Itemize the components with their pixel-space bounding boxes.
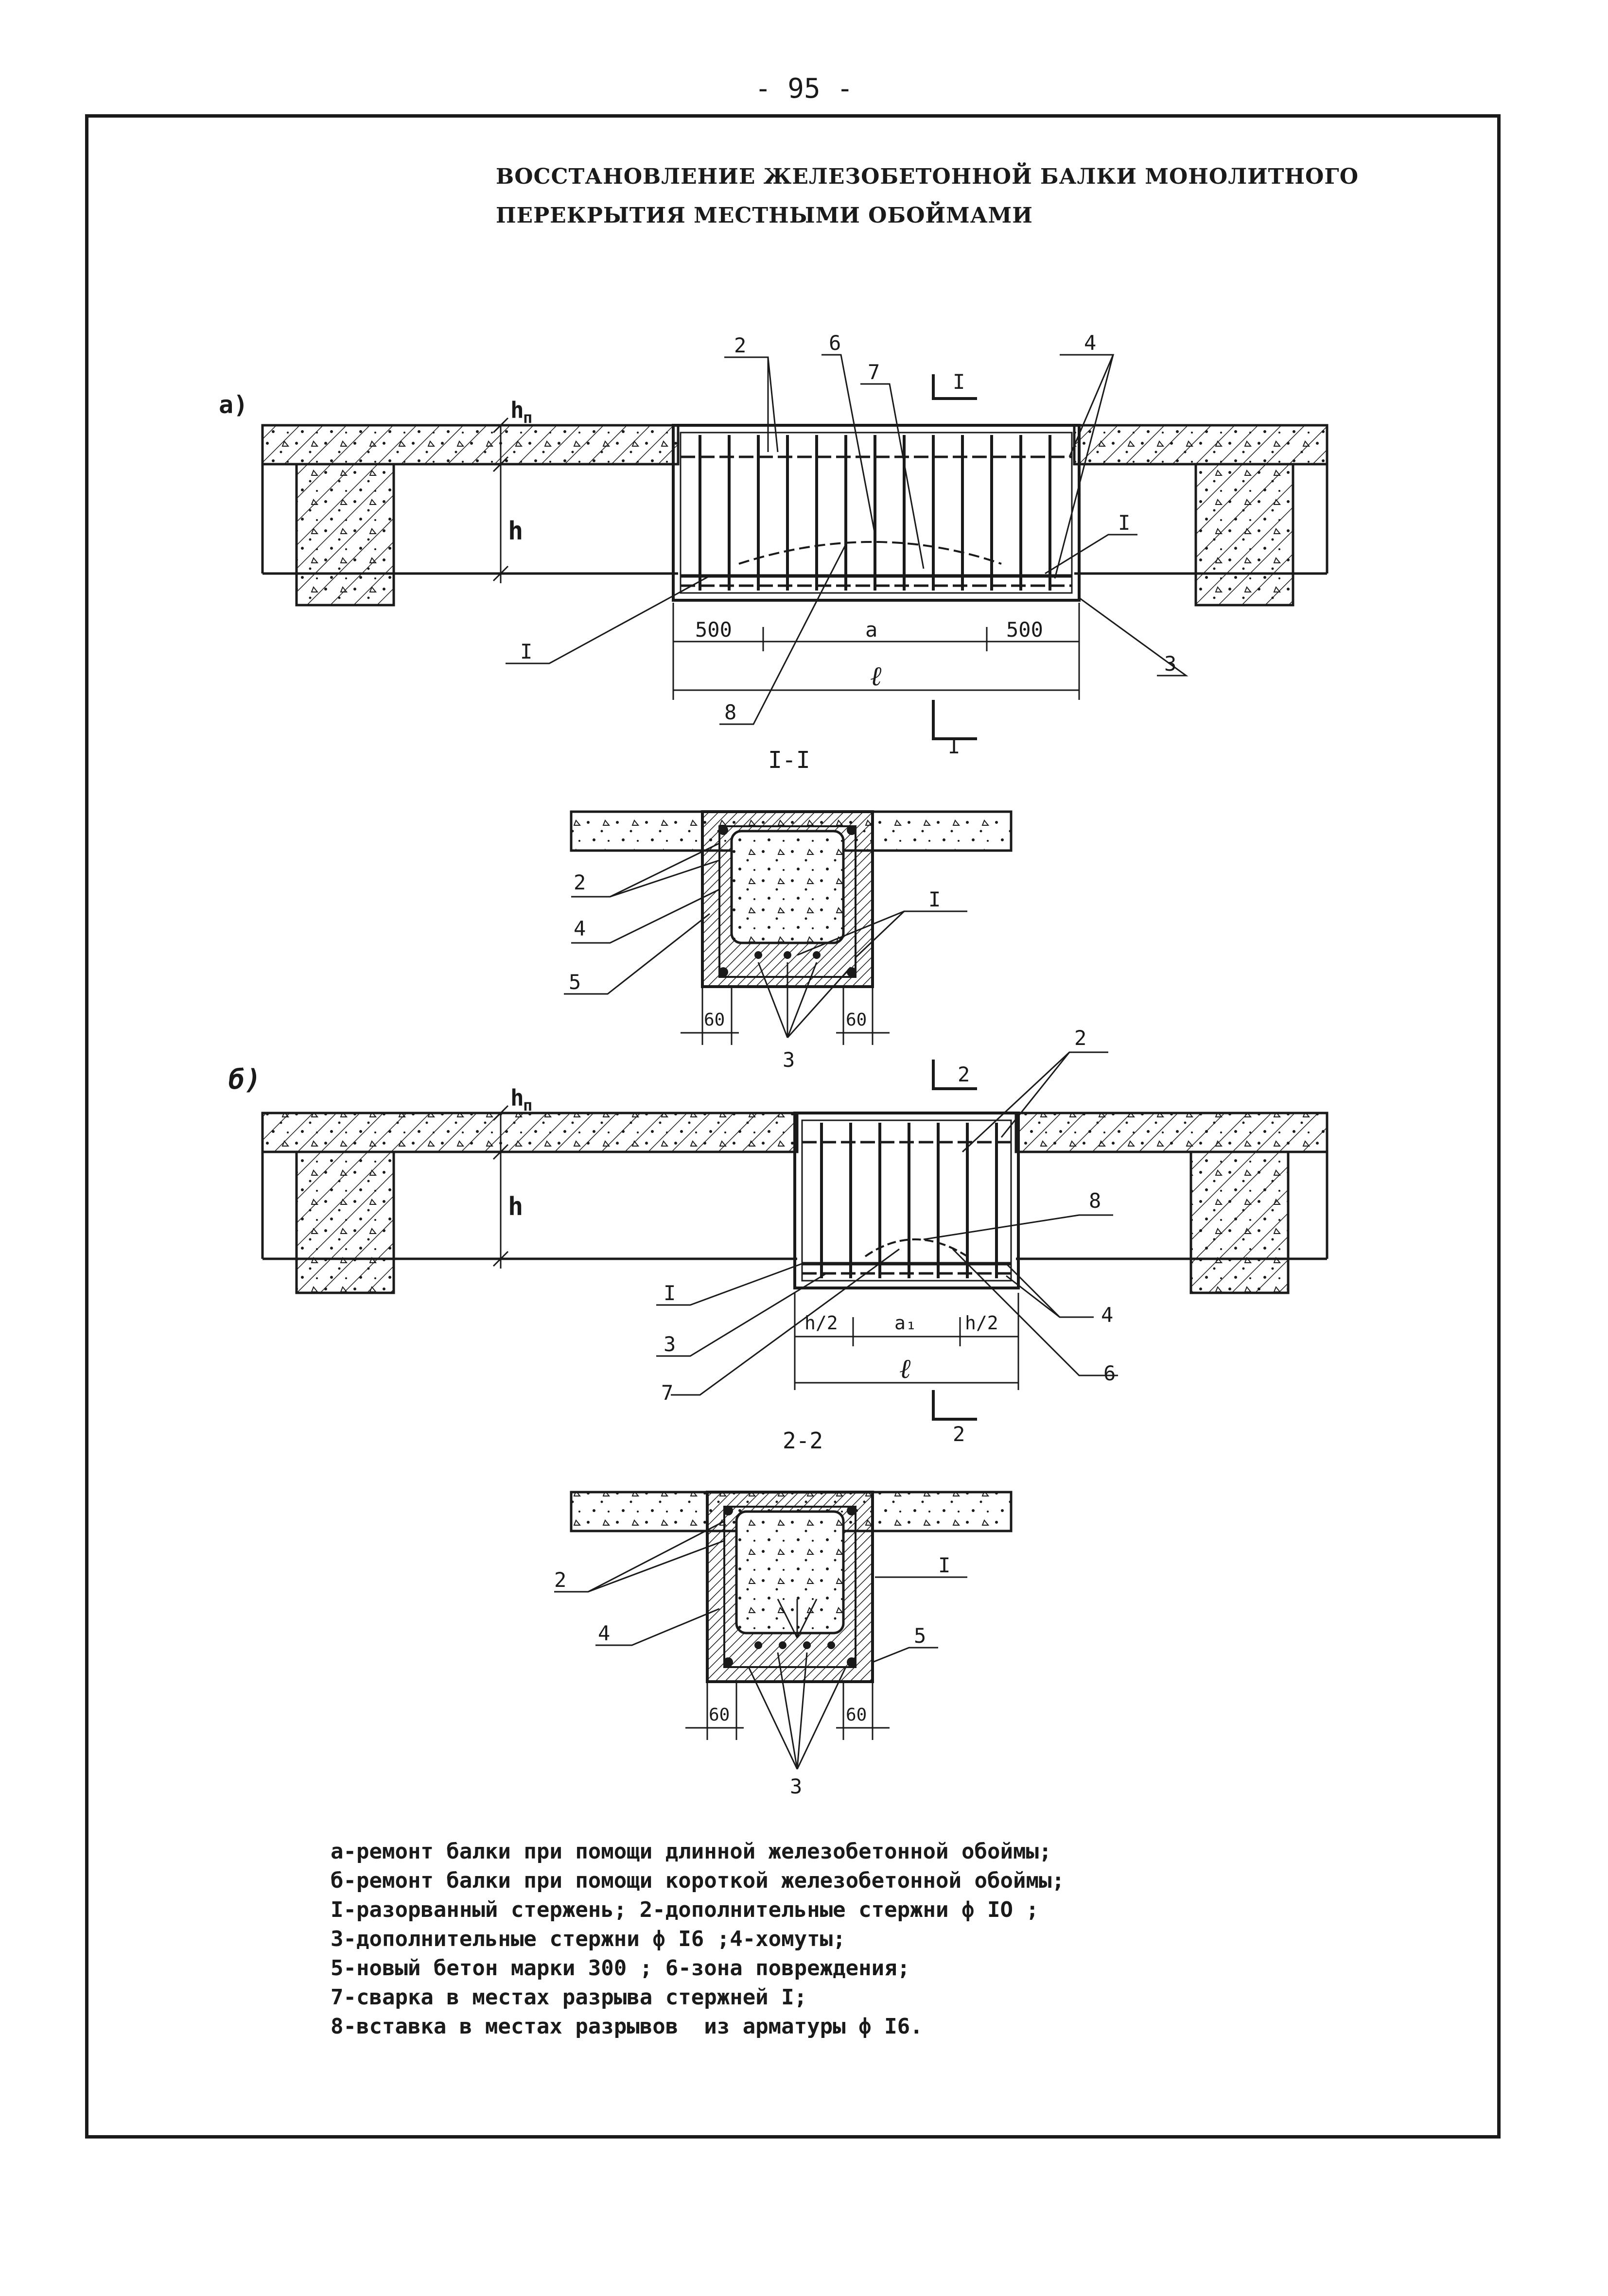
figure-a-callout-I-left: I (520, 640, 532, 663)
figure-b-hn-subscript: п (523, 1096, 532, 1114)
figure-b-dimensions (492, 1105, 1019, 1390)
figure-b-h-label: h (508, 1192, 523, 1221)
figure-a-dim-500-right: 500 (1006, 618, 1043, 642)
drawing-frame (85, 114, 1501, 2139)
figure-a-h-label: h (508, 517, 523, 546)
legend-line: I-разорванный стержень; 2-дополнительные… (331, 1897, 1039, 1922)
figure-a-label: а) (219, 391, 248, 419)
figure-b-callout-7: 7 (661, 1381, 673, 1405)
figure-b-dim-h2-right: h/2 (965, 1312, 998, 1334)
legend-line: 8-вставка в местах разрывов из арматуры … (331, 2014, 923, 2039)
figure-b-callout-I: I (664, 1281, 676, 1305)
figure-b-dim-h2-left: h/2 (804, 1312, 838, 1334)
figure-a-slab-right (1073, 424, 1328, 607)
figure-b-section-marks (932, 1060, 977, 1421)
figure-b-stirrups (820, 1123, 998, 1278)
figure-a: а) (219, 331, 1328, 758)
section-2-callout-4: 4 (598, 1621, 610, 1645)
figure-b-callout-2: 2 (1074, 1026, 1086, 1050)
figure-a-jacket (672, 424, 1081, 602)
section-2-callout-2: 2 (554, 1568, 566, 1592)
figure-a-dim-l: ℓ (870, 661, 882, 692)
section-1-leaders (564, 842, 967, 1045)
figure-a-section-mark-bottom: I (948, 734, 960, 758)
figure-b-callout-6: 6 (1103, 1361, 1116, 1385)
figure-b-callout-8: 8 (1089, 1189, 1101, 1213)
section-1-dim-right: 60 (846, 1010, 867, 1030)
section-1-callout-4: 4 (574, 917, 586, 940)
section-2-callout-5: 5 (914, 1624, 926, 1648)
drawing-title-line-2: ПЕРЕКРЫТИЯ МЕСТНЫМИ ОБОЙМАМИ (496, 203, 1033, 228)
figure-a-dim-a: а (865, 618, 877, 642)
figure-a-hn-subscript: п (523, 408, 532, 427)
figure-b-dim-a1: а₁ (894, 1312, 917, 1334)
legend-line: 7-сварка в местах разрыва стержней I; (331, 1985, 807, 2010)
section-2-dim-left: 60 (709, 1705, 730, 1725)
legend-line: 5-новый бетон марки 300 ; 6-зона поврежд… (331, 1956, 910, 1981)
figure-a-slab-left (261, 424, 680, 607)
section-2-leaders (554, 1520, 967, 1770)
legend: а-ремонт балки при помощи длинной железо… (331, 1837, 1065, 2041)
figure-a-callout-3: 3 (1164, 652, 1176, 676)
figure-b: б) (228, 1026, 1328, 1446)
section-1: I-I (564, 747, 1013, 1072)
figure-b-slab-left (261, 1112, 799, 1294)
figure-a-callout-6: 6 (829, 331, 841, 355)
section-1-callout-3: 3 (783, 1048, 795, 1072)
section-1-callout-I: I (928, 887, 941, 911)
figure-b-dim-l: ℓ (899, 1353, 911, 1385)
figure-b-section-mark-bottom: 2 (953, 1422, 965, 1446)
figure-a-section-mark-top: I (953, 370, 965, 394)
figure-b-hn-label: h (510, 1085, 524, 1111)
figure-a-stirrups (699, 435, 1051, 591)
section-2-label: 2-2 (783, 1427, 823, 1454)
figure-b-jacket (793, 1112, 1020, 1289)
figure-a-callout-2: 2 (734, 333, 746, 357)
section-2-callout-3: 3 (790, 1774, 802, 1798)
figure-b-label: б) (228, 1064, 261, 1096)
section-2: 2-2 (554, 1427, 1013, 1798)
section-1-label: I-I (768, 747, 810, 774)
drawing-title-line-1: ВОССТАНОВЛЕНИЕ ЖЕЛЕЗОБЕТОННОЙ БАЛКИ МОНО… (496, 164, 1359, 189)
figure-b-callout-3: 3 (664, 1332, 676, 1356)
figure-a-hn-label: h (510, 397, 524, 423)
figure-a-dimensions (492, 417, 1080, 700)
section-1-callout-2: 2 (574, 870, 586, 894)
figure-b-leaders (656, 1051, 1118, 1396)
section-2-callout-I: I (938, 1553, 950, 1577)
figure-b-callout-4: 4 (1101, 1303, 1113, 1327)
section-1-callout-5: 5 (569, 970, 581, 994)
figure-b-slab-right (1014, 1112, 1328, 1294)
legend-line: 3-дополнительные стержни ф I6 ;4-хомуты; (331, 1927, 846, 1951)
figure-b-section-mark-top: 2 (958, 1062, 970, 1086)
figure-a-callout-8: 8 (724, 700, 736, 724)
figure-a-callout-7: 7 (868, 360, 880, 384)
page-number: - 95 - (754, 73, 854, 104)
legend-line: а-ремонт балки при помощи длинной железо… (331, 1839, 1052, 1864)
figure-a-leaders (506, 354, 1189, 725)
figure-a-dim-500-left: 500 (695, 618, 732, 642)
section-1-dim-left: 60 (704, 1010, 725, 1030)
figure-a-callout-I-right: I (1118, 511, 1130, 535)
section-2-bars (723, 1506, 856, 1667)
figure-a-callout-4: 4 (1084, 331, 1096, 355)
legend-line: б-ремонт балки при помощи короткой желез… (331, 1868, 1065, 1893)
figure-a-section-marks (932, 374, 977, 740)
section-2-dim-right: 60 (846, 1705, 867, 1725)
